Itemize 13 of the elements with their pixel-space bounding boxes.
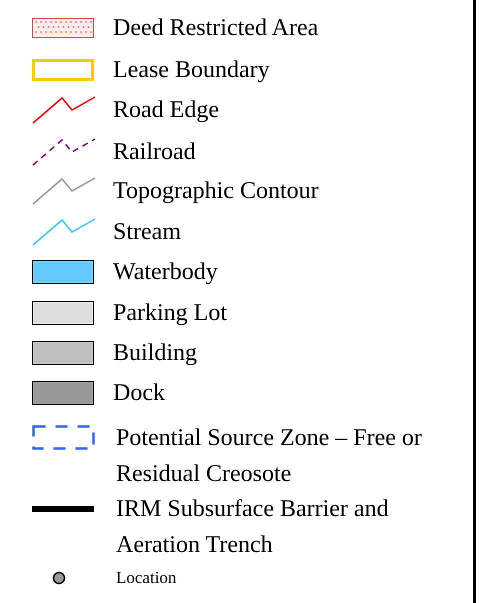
legend-label: Parking Lot [113,299,228,328]
legend-label: Waterbody [113,258,219,287]
legend-label: Potential Source Zone – Free or Residual Creosote [116,424,423,489]
legend-label: Building [113,339,198,368]
legend-label: Dock [113,379,166,408]
legend-label: Deed Restricted Area [113,14,320,43]
legend-label: Railroad [113,138,197,167]
legend-label: IRM Subsurface Barrier and Aeration Trench [116,495,390,560]
legend-label: Lease Boundary [113,56,271,85]
legend-label: Road Edge [113,96,220,125]
legend-label: Topographic Contour [113,177,320,206]
legend-label: Location [116,567,178,589]
legend-label: Stream [113,218,182,247]
